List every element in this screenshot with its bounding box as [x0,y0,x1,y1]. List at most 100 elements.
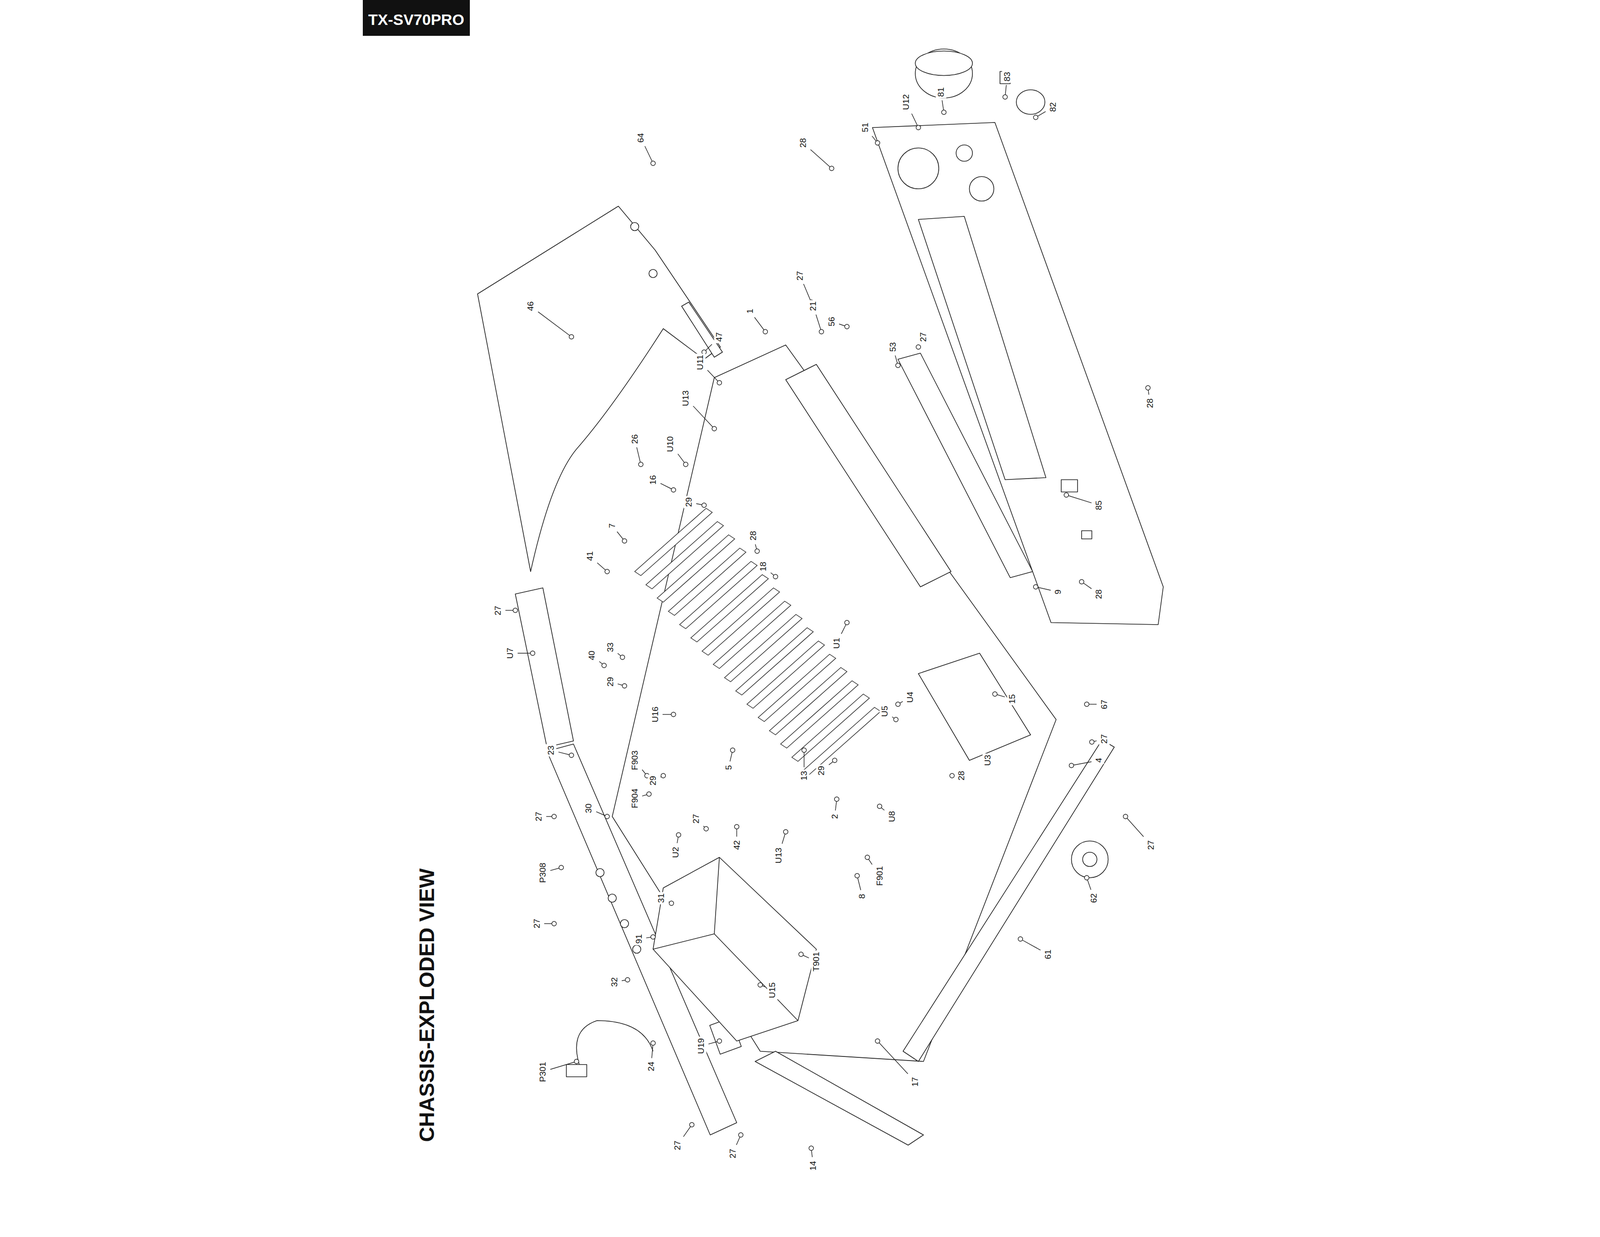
part-point [676,832,681,838]
callout-number: 56 [826,315,837,328]
volume-knob [915,48,973,98]
callout-number: 5 [723,763,734,772]
callout-number: 81 [935,85,947,98]
part-point [755,548,760,554]
callout-number: 17 [910,1075,921,1088]
callout-number: 83 [1001,70,1013,83]
part-point [801,747,807,753]
part-point [783,829,789,835]
part-point [949,773,955,778]
part-point [650,160,656,166]
callout-number: 91 [633,932,644,945]
callout-number: 27 [531,917,542,930]
callout-number: 24 [645,1060,657,1073]
callout-number: 27 [795,269,806,282]
callout-number: 15 [1007,692,1018,706]
part-point [854,873,860,879]
callout-number: 30 [583,801,595,815]
callout-number: F901 [874,864,885,887]
front-panel [872,122,1164,625]
part-point [569,334,574,340]
callout-number: F904 [629,786,640,810]
callout-number: 64 [635,131,647,144]
part-point [1063,492,1069,498]
callout-number: U10 [665,434,676,454]
callout-number: 27 [1098,732,1110,745]
part-point [757,982,763,987]
leader-line [537,311,572,337]
power-cord [576,1020,654,1072]
part-point [1079,579,1084,585]
part-point [1084,702,1089,707]
part-point [893,717,899,722]
callout-number: 21 [808,299,819,313]
callout-number: U8 [886,809,898,824]
part-point [941,110,947,115]
callout-number: 67 [1098,697,1110,711]
callout-number: 14 [808,1159,819,1172]
model-badge: TX-SV70PRO [362,0,470,36]
part-point [1002,94,1008,100]
part-point [1145,385,1151,391]
callout-number: U19 [695,1036,707,1056]
part-point [650,1040,656,1046]
callout-number: 26 [629,432,640,445]
part-point [661,773,666,778]
part-point [638,462,644,467]
callout-number: 32 [609,975,620,988]
callout-number: 29 [648,774,659,787]
callout-number: 28 [1144,396,1156,410]
part-point [875,1038,880,1044]
part-point [865,854,870,860]
callout-number: 28 [797,136,809,149]
side-panel [902,739,1115,1062]
part-point [773,574,778,579]
part-point [646,791,652,797]
part-point [895,702,901,707]
cover-rib [681,302,723,358]
callout-number: 27 [1146,838,1157,851]
callout-number: 29 [816,764,827,777]
callout-number: 42 [731,838,742,851]
callout-number: 29 [683,495,694,508]
callout-number: 8 [857,892,868,900]
callout-number: P308 [537,861,549,884]
transformer [653,857,817,1041]
part-point [1089,739,1095,745]
part-point [574,1058,579,1064]
leader-line [877,1040,908,1074]
leader-line [803,283,812,303]
callout-number: 46 [525,299,537,313]
part-point [604,814,610,819]
callout-number: 23 [546,743,557,757]
foot [1071,840,1109,878]
part-point [834,796,840,802]
part-point [992,691,998,697]
leader-line [815,314,822,332]
callout-number: U15 [767,980,778,1000]
callout-number: F903 [629,749,640,772]
part-point [559,865,564,870]
callout-number: 27 [492,604,504,617]
part-point [512,608,518,613]
part-point [702,502,707,508]
part-point [1033,115,1039,120]
callout-number: 62 [1088,891,1100,904]
callout-number: U1 [831,635,843,650]
part-point [829,165,835,171]
part-point [1069,763,1074,768]
part-point [895,363,901,368]
board-frame [918,653,1031,761]
model-name: TX-SV70PRO [362,0,470,36]
callout-number: 16 [648,473,659,486]
part-point [875,140,880,146]
callout-number: U13 [680,388,692,408]
part-point [622,538,627,544]
callout-number: U7 [505,646,516,660]
part-point [832,757,838,763]
callout-number: P301 [537,1059,549,1083]
leader-line [707,370,720,383]
part-point [620,654,625,660]
callout-number: 85 [1093,498,1105,512]
